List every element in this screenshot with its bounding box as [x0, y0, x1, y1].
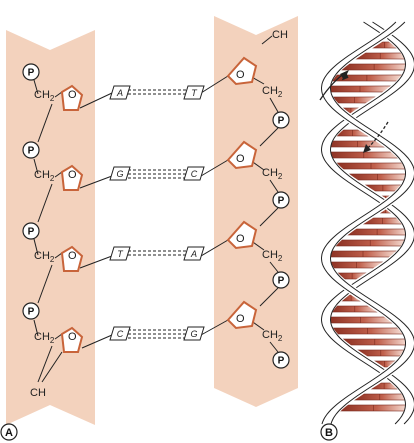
- sugar-ring-left-4: [60, 326, 84, 353]
- ch2-label: CH2: [34, 250, 55, 264]
- ring-oxygen: O: [236, 69, 245, 81]
- ch2-label: CH2: [262, 167, 283, 181]
- ch2-label: CH2: [262, 329, 283, 343]
- svg-text:P: P: [278, 276, 285, 287]
- svg-text:P: P: [28, 68, 35, 79]
- helix-strand-1: [320, 18, 414, 428]
- helix-base-pairs: [328, 41, 408, 412]
- base-left-4: C: [109, 326, 131, 341]
- phosphate-left-4: P: [22, 302, 40, 320]
- phosphate-left-3: P: [22, 222, 40, 240]
- sugar-ring-right-4: [226, 300, 258, 330]
- svg-text:A: A: [5, 427, 13, 439]
- base-right-2: C: [183, 166, 205, 181]
- svg-text:A: A: [116, 88, 123, 98]
- sugar-ring-left-2: [60, 164, 84, 191]
- svg-text:P: P: [278, 356, 285, 367]
- helix-strand-1-fill: [321, 18, 414, 428]
- svg-text:T: T: [191, 88, 198, 98]
- ch2-label: CH2: [34, 169, 55, 183]
- helix-strand-1-edge-2: [329, 21, 414, 425]
- left-strand-bonds: [33, 79, 63, 383]
- base-left-1: A: [109, 85, 131, 100]
- base-right-4: G: [183, 326, 205, 341]
- ring-oxygen: O: [68, 250, 77, 262]
- right-backbone-band: [214, 16, 298, 407]
- left-bases: A G T C: [109, 85, 131, 341]
- panel-a-ladder: O O O O O O O O CH2 CH2 CH2 CH2 CH2 CH2 …: [0, 16, 298, 441]
- svg-text:T: T: [117, 249, 124, 259]
- panel-label-b: B: [320, 423, 338, 441]
- ring-oxygen: O: [68, 89, 77, 101]
- ch2-label: CH2: [262, 249, 283, 263]
- svg-text:P: P: [278, 196, 285, 207]
- svg-text:G: G: [116, 169, 123, 179]
- ring-oxygen: O: [236, 313, 245, 325]
- glycosidic-bonds: [79, 75, 229, 349]
- ring-oxygen: O: [236, 233, 245, 245]
- sugar-ring-right-3: [226, 220, 258, 250]
- sugar-ring-right-2: [226, 140, 258, 170]
- phosphate-left-1: P: [22, 63, 40, 81]
- base-left-2: G: [109, 166, 131, 181]
- ch-terminal-label-bottom: CH: [30, 387, 46, 399]
- sugar-ring-left-1: [60, 84, 84, 111]
- helix-strand-2-fill: [321, 18, 414, 426]
- base-right-1: T: [183, 85, 205, 100]
- phosphate-right-2: P: [272, 191, 290, 209]
- helix-strand-2: [320, 18, 414, 426]
- svg-text:G: G: [190, 329, 197, 339]
- sugar-rings: [60, 56, 258, 353]
- strand-direction-arrow-solid: [319, 70, 349, 101]
- phosphate-right-1: P: [272, 111, 290, 129]
- svg-text:P: P: [278, 116, 285, 127]
- phosphate-right-4: P: [272, 351, 290, 369]
- phosphate-left-2: P: [22, 141, 40, 159]
- panel-label-a: A: [0, 423, 18, 441]
- sugar-ring-left-3: [60, 245, 84, 272]
- svg-text:C: C: [191, 169, 198, 179]
- sugar-ring-right-1: [226, 56, 258, 86]
- right-strand-bonds: [249, 35, 279, 353]
- strand-direction-arrow-dashed: [363, 121, 389, 153]
- ring-oxygen: O: [68, 331, 77, 343]
- base-right-3: A: [183, 246, 205, 261]
- base-left-3: T: [109, 246, 131, 261]
- phosphate-right-3: P: [272, 271, 290, 289]
- helix-strand-2-edge-1: [320, 21, 406, 425]
- ch2-label: CH2: [262, 85, 283, 99]
- svg-text:B: B: [325, 427, 333, 439]
- ch2-label: CH2: [34, 331, 55, 345]
- svg-text:P: P: [28, 307, 35, 318]
- panel-b-helix: B: [319, 18, 414, 441]
- svg-text:P: P: [28, 146, 35, 157]
- svg-text:P: P: [28, 227, 35, 238]
- helix-strands: [320, 18, 414, 428]
- ring-oxygen: O: [236, 153, 245, 165]
- phosphates: P P P P P P P P: [22, 63, 290, 369]
- ch-terminal-label-top: CH: [272, 29, 288, 41]
- left-backbone-band: [6, 30, 95, 425]
- right-bases: T C A G: [183, 85, 205, 341]
- svg-text:A: A: [190, 249, 197, 259]
- hydrogen-bonds: [128, 89, 186, 339]
- svg-text:C: C: [117, 329, 124, 339]
- helix-strand-1-edge-1: [320, 21, 407, 425]
- ch2-label: CH2: [34, 89, 55, 103]
- helix-strand-2-edge-2: [329, 21, 414, 425]
- terminal-bond: [41, 351, 63, 383]
- ring-oxygen: O: [68, 169, 77, 181]
